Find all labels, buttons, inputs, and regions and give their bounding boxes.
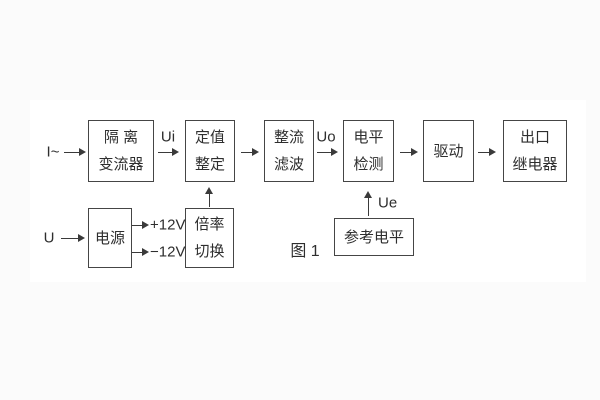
block-text-line: 检测 [353, 156, 384, 173]
plus-12v-label: +12V [150, 216, 186, 234]
arrow-input-to-power [61, 234, 85, 243]
arrow-level-to-drive [400, 148, 418, 157]
arrow-setpoint-to-rectifier [241, 148, 259, 157]
block-text-line: 参考电平 [343, 228, 404, 246]
arrow-drive-to-output [478, 148, 496, 157]
arrow-isolation-to-setpoint [158, 148, 179, 157]
input-current-label: I~ [46, 143, 60, 161]
block-drive: 驱动 [423, 120, 474, 182]
block-power-supply: 电源 [88, 208, 132, 268]
block-output-relay: 出口 继电器 [503, 120, 567, 182]
block-reference-level: 参考电平 [334, 218, 414, 256]
block-ratio-switch: 倍率 切换 [185, 208, 234, 268]
arrow-power-plus12v [132, 221, 149, 230]
block-text-line: 变流器 [98, 156, 144, 173]
block-text-line: 滤波 [273, 156, 304, 173]
block-text-line: 切换 [194, 243, 225, 260]
block-text-line: 隔 离 [103, 129, 139, 146]
arrow-input-to-isolation [64, 148, 86, 157]
input-voltage-label: U [43, 229, 55, 247]
block-level-detection: 电平 检测 [343, 120, 394, 182]
block-text-line: 电源 [94, 229, 125, 247]
block-text-line: 整流 [273, 129, 304, 146]
arrow-ratio-to-setpoint [205, 187, 214, 207]
arrow-reference-to-level [364, 191, 373, 216]
block-text-line: 驱动 [433, 142, 464, 160]
arrow-power-minus12v [132, 248, 149, 257]
block-rectifier-filter: 整流 滤波 [264, 120, 314, 182]
ui-signal-label: Ui [160, 128, 176, 146]
block-text-line: 继电器 [512, 156, 558, 173]
block-text-line: 整定 [194, 156, 225, 173]
figure-caption: 图 1 [290, 243, 320, 260]
block-text-line: 倍率 [194, 216, 225, 233]
block-isolation-transformer: 隔 离 变流器 [88, 120, 154, 182]
block-text-line: 定值 [194, 129, 225, 146]
block-text-line: 电平 [353, 129, 384, 146]
uo-signal-label: Uo [316, 128, 336, 146]
minus-12v-label: −12V [150, 243, 186, 261]
block-text-line: 出口 [519, 129, 550, 146]
arrow-rectifier-to-level [317, 148, 338, 157]
block-setpoint-setting: 定值 整定 [185, 120, 235, 182]
ue-signal-label: Ue [378, 194, 398, 212]
